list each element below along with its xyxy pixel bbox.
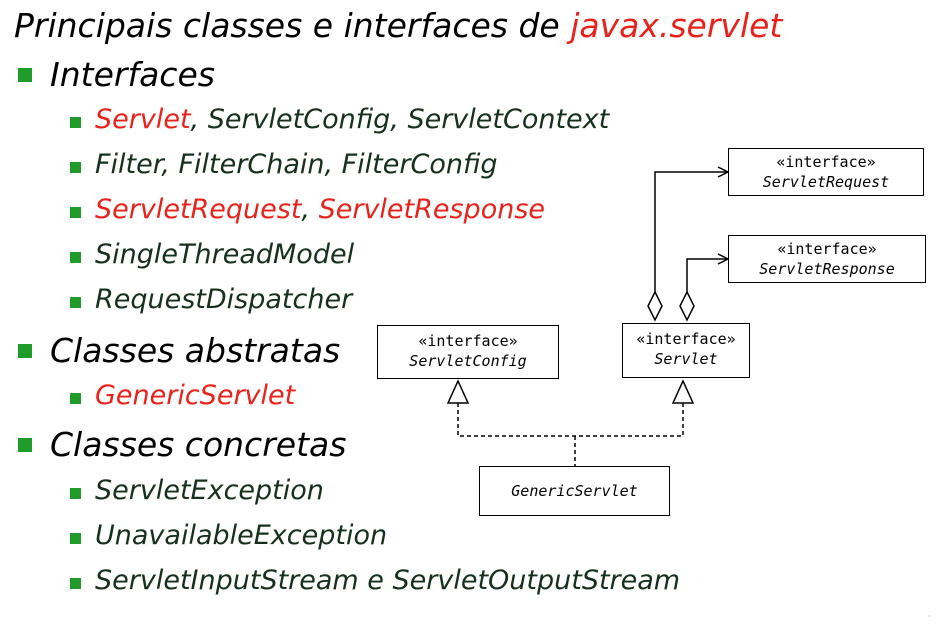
heading-interfaces: Interfaces xyxy=(50,55,215,94)
bullet-concrete xyxy=(18,438,32,452)
bullet xyxy=(70,207,81,218)
bullet-abstract xyxy=(18,344,32,358)
aggregation-diamond-servlet-response xyxy=(679,290,695,322)
title-accent: javax.servlet xyxy=(570,6,783,45)
class-name: ServletResponse xyxy=(759,260,895,278)
heading-concrete-classes: Classes concretas xyxy=(50,425,347,464)
realization-arrow-servletconfig xyxy=(446,379,470,404)
item-red-text: ServletResponse xyxy=(318,194,546,225)
class-name: Servlet xyxy=(654,350,718,368)
stereotype-label: «interface» xyxy=(418,332,518,350)
list-item: Servlet, ServletConfig, ServletContext xyxy=(95,104,609,135)
list-item: Filter, FilterChain, FilterConfig xyxy=(95,149,498,180)
item-separator: , xyxy=(301,194,319,225)
bullet xyxy=(70,578,81,589)
list-item: UnavailableException xyxy=(95,520,388,551)
corner-mark: · xyxy=(928,612,931,621)
bullet xyxy=(70,252,81,263)
uml-box-servlet-config: «interface» ServletConfig xyxy=(377,325,559,379)
aggregation-line-servlet-request xyxy=(654,171,728,292)
page-title: Principais classes e interfaces de javax… xyxy=(14,6,782,45)
uml-box-servlet: «interface» Servlet xyxy=(622,323,750,378)
bullet xyxy=(70,393,81,404)
bullet xyxy=(70,162,81,173)
item-red-text: Servlet xyxy=(95,104,191,135)
list-item: RequestDispatcher xyxy=(95,284,353,315)
realization-arrow-servlet xyxy=(671,379,695,404)
realization-line-servlet xyxy=(575,403,684,437)
list-item: GenericServlet xyxy=(95,380,296,411)
stereotype-label: «interface» xyxy=(777,240,877,258)
uml-box-servlet-request: «interface» ServletRequest xyxy=(728,148,924,196)
class-name: GenericServlet xyxy=(511,482,638,500)
item-text: , ServletConfig, ServletContext xyxy=(190,104,610,135)
list-item: SingleThreadModel xyxy=(95,239,355,270)
list-item: ServletInputStream e ServletOutputStream xyxy=(95,565,681,596)
list-item: ServletRequest, ServletResponse xyxy=(95,194,545,225)
list-item: ServletException xyxy=(95,475,324,506)
bullet-interfaces xyxy=(18,68,32,82)
item-red-text: ServletRequest xyxy=(95,194,302,225)
aggregation-line-servlet-response xyxy=(686,258,728,292)
aggregation-diamond-servlet-request xyxy=(647,290,663,322)
uml-box-generic-servlet: GenericServlet xyxy=(479,466,670,516)
class-name: ServletRequest xyxy=(762,173,890,191)
stereotype-label: «interface» xyxy=(776,153,876,171)
bullet xyxy=(70,488,81,499)
uml-box-servlet-response: «interface» ServletResponse xyxy=(728,235,926,283)
title-prefix: Principais classes e interfaces de xyxy=(14,6,571,45)
realization-line-servletconfig xyxy=(457,403,575,437)
bullet xyxy=(70,297,81,308)
heading-abstract-classes: Classes abstratas xyxy=(50,331,341,370)
bullet xyxy=(70,533,81,544)
bullet xyxy=(70,117,81,128)
class-name: ServletConfig xyxy=(409,352,527,370)
stereotype-label: «interface» xyxy=(636,330,736,348)
